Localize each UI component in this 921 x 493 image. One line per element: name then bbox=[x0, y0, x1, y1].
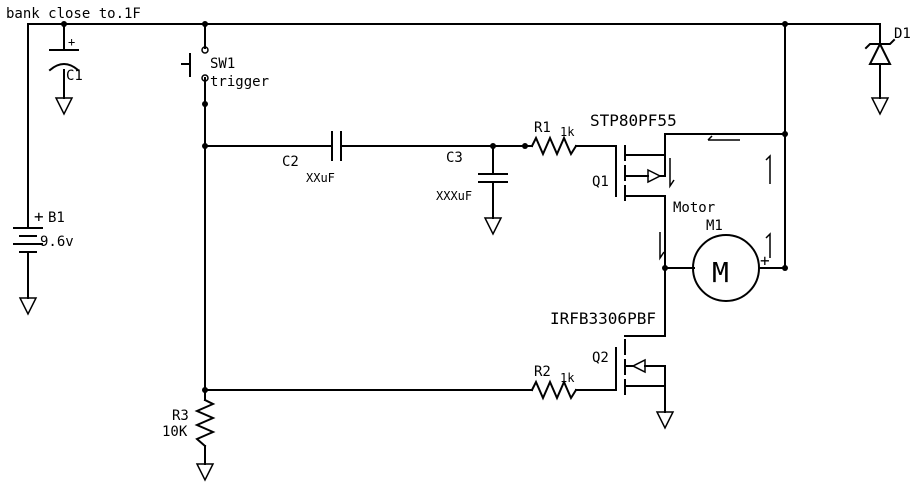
transistor-q2: IRFB3306PBF Q2 bbox=[550, 309, 666, 395]
capacitor-c3: C3 XXXuF bbox=[436, 150, 508, 203]
r3-value: 10K bbox=[162, 424, 188, 440]
r1-value: 1k bbox=[560, 125, 575, 139]
sw1-ref: SW1 bbox=[210, 56, 235, 72]
resistor-r3: R3 10K bbox=[162, 398, 216, 448]
ground-b1 bbox=[18, 297, 38, 316]
c3-ref: C3 bbox=[446, 150, 463, 166]
battery-b1: + B1 9.6v bbox=[13, 207, 74, 253]
m1-polarity: + bbox=[760, 251, 770, 270]
r3-ref: R3 bbox=[172, 408, 189, 424]
sw1-value: trigger bbox=[210, 74, 269, 90]
c2-value: XXuF bbox=[306, 171, 335, 185]
resistor-r2: R2 1k bbox=[530, 364, 578, 401]
switch-sw1: SW1 trigger bbox=[181, 46, 269, 90]
q2-part: IRFB3306PBF bbox=[550, 309, 656, 328]
current-arrows bbox=[659, 135, 771, 261]
capacitor-c2: C2 XXuF bbox=[282, 131, 342, 185]
ground-q2 bbox=[655, 411, 675, 430]
m1-symbol: M bbox=[712, 256, 729, 289]
c2-ref: C2 bbox=[282, 154, 299, 170]
junctions bbox=[61, 21, 788, 393]
resistor-r1: R1 1k bbox=[530, 120, 578, 157]
b1-ref: B1 bbox=[48, 210, 65, 226]
ground-r3 bbox=[195, 463, 215, 482]
c1-ref: C1 bbox=[66, 68, 83, 84]
q1-ref: Q1 bbox=[592, 174, 609, 190]
capacitor-c1: + C1 bbox=[48, 35, 83, 84]
m1-label: Motor bbox=[673, 200, 715, 216]
title-note: bank close to.1F bbox=[6, 6, 141, 22]
motor-m1: M Motor M1 + bbox=[673, 200, 770, 302]
transistor-q1: STP80PF55 Q1 bbox=[590, 111, 677, 201]
r1-ref: R1 bbox=[534, 120, 551, 136]
r2-ref: R2 bbox=[534, 364, 551, 380]
ground-c1 bbox=[54, 97, 74, 116]
b1-polarity: + bbox=[34, 207, 44, 226]
ground-c3 bbox=[483, 217, 503, 236]
ground-d1 bbox=[870, 97, 890, 116]
c1-polarity: + bbox=[68, 35, 75, 49]
c3-value: XXXuF bbox=[436, 189, 472, 203]
wires bbox=[27, 23, 881, 465]
b1-value: 9.6v bbox=[40, 234, 74, 250]
d1-ref: D1 bbox=[894, 26, 911, 42]
q2-ref: Q2 bbox=[592, 350, 609, 366]
diode-d1: D1 bbox=[864, 26, 911, 65]
m1-ref: M1 bbox=[706, 218, 723, 234]
q1-part: STP80PF55 bbox=[590, 111, 677, 130]
r2-value: 1k bbox=[560, 371, 575, 385]
